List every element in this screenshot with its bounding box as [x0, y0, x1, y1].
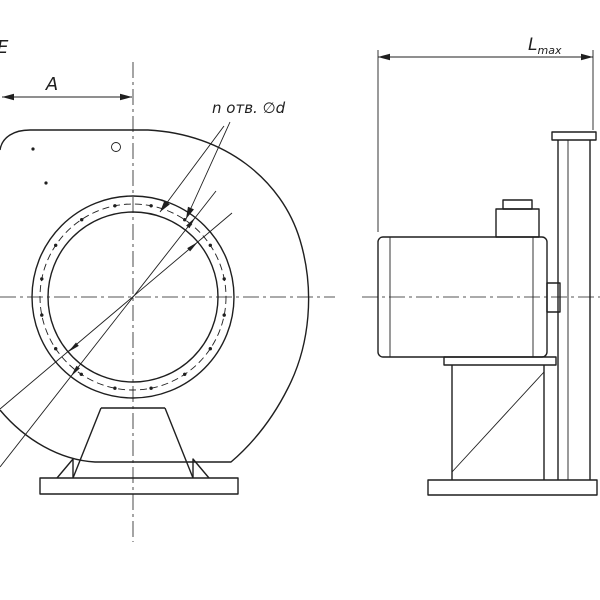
diameter-dimension-inner	[0, 212, 233, 410]
label-holes-note: n отв. ∅d	[212, 99, 286, 117]
motor-feet	[443, 356, 557, 366]
label-lmax: Lmax	[528, 35, 562, 57]
casing-screw-dot	[31, 147, 35, 151]
fan-housing-side	[551, 131, 597, 480]
holes-leader: n отв. ∅d	[159, 99, 286, 220]
front-view: A E n отв. ∅d	[0, 37, 335, 542]
casing-screw-dot	[44, 181, 48, 185]
casing-outline	[0, 129, 310, 463]
motor-stand	[443, 356, 557, 480]
dimension-lmax: Lmax	[377, 35, 594, 232]
label-e: E	[0, 37, 9, 58]
pedestal-gusset-left	[56, 458, 74, 479]
motor	[377, 199, 548, 358]
side-view: Lmax	[362, 35, 600, 496]
base-plate-side	[427, 479, 598, 496]
label-a: A	[45, 74, 58, 95]
base-plate-front	[39, 477, 239, 495]
pedestal-gusset-right	[192, 458, 210, 479]
inlet-flange-side	[551, 131, 597, 141]
bolt-holes	[40, 204, 226, 390]
pedestal	[56, 407, 210, 479]
diameter-dimension-outer	[0, 190, 217, 468]
dimension-a: A	[2, 74, 132, 101]
casing-small-hole	[111, 142, 121, 152]
shaft-coupling	[546, 282, 561, 313]
motor-terminal-box-cap	[502, 199, 533, 210]
motor-terminal-box	[495, 208, 540, 238]
